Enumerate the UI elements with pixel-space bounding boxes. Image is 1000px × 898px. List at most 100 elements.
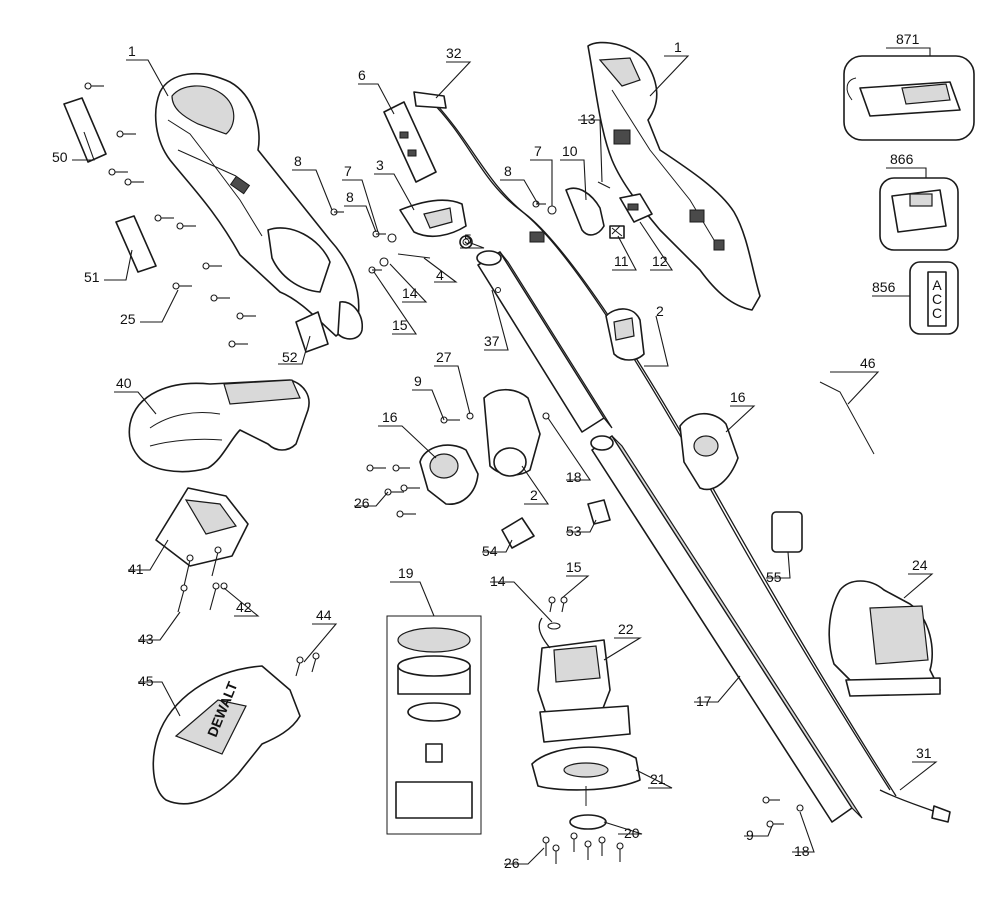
front-handle-40 xyxy=(128,379,310,473)
callout-21: 21 xyxy=(650,771,666,787)
spring-11 xyxy=(609,225,625,239)
screws-26-bottom xyxy=(542,832,624,864)
motor-22 xyxy=(537,617,631,743)
hex-key-46 xyxy=(819,381,875,455)
callout-15b: 15 xyxy=(566,559,582,575)
screws-42-43 xyxy=(177,546,228,613)
head-housing-24 xyxy=(828,580,941,697)
washer-14-screws-15 xyxy=(547,596,568,630)
lock-2-upper xyxy=(605,308,645,361)
callout-27: 27 xyxy=(436,349,452,365)
callout-2a: 2 xyxy=(656,303,664,319)
callout-18b: 18 xyxy=(794,843,810,859)
label-856-letter-c1: C xyxy=(932,291,942,307)
part-10 xyxy=(565,187,605,236)
callout-9a: 9 xyxy=(414,373,422,389)
charger-871 xyxy=(843,55,975,141)
callout-8a: 8 xyxy=(294,153,302,169)
callout-44: 44 xyxy=(316,607,332,623)
callout-17: 17 xyxy=(696,693,712,709)
callout-42: 42 xyxy=(236,599,252,615)
callout-7a: 7 xyxy=(344,163,352,179)
label-55 xyxy=(771,511,803,553)
callout-856: 856 xyxy=(872,279,896,295)
callout-31: 31 xyxy=(916,745,932,761)
callout-15a: 15 xyxy=(392,317,408,333)
callout-54: 54 xyxy=(482,543,498,559)
housing-half-left-1 xyxy=(154,72,363,340)
callout-871: 871 xyxy=(896,31,920,47)
callout-32: 32 xyxy=(446,45,462,61)
clamp-16-right xyxy=(679,412,739,491)
screws-9-18-bottom xyxy=(762,796,804,828)
screws-housing-left xyxy=(84,82,256,348)
callout-11: 11 xyxy=(614,253,629,269)
callout-40: 40 xyxy=(116,375,132,391)
callout-866: 866 xyxy=(890,151,914,167)
callout-18a: 18 xyxy=(566,469,582,485)
handle-clamp-41 xyxy=(155,487,249,567)
label-856-letter-a: A xyxy=(932,277,942,293)
callout-25: 25 xyxy=(120,311,136,327)
callout-6: 6 xyxy=(358,67,366,83)
callout-46: 46 xyxy=(860,355,876,371)
callout-53: 53 xyxy=(566,523,582,539)
screws-26-9-27-18 xyxy=(366,412,550,518)
clamp-2-left xyxy=(483,388,541,477)
callout-41: 41 xyxy=(128,561,144,577)
callout-43: 43 xyxy=(138,631,154,647)
callout-14b: 14 xyxy=(490,573,506,589)
callout-1b: 1 xyxy=(674,39,682,55)
callout-51: 51 xyxy=(84,269,100,285)
small-parts-7-8-14-15 xyxy=(330,208,397,274)
label-50 xyxy=(63,97,107,163)
callout-50: 50 xyxy=(52,149,68,165)
callout-3: 3 xyxy=(376,157,384,173)
housing-half-right-1 xyxy=(587,41,761,311)
callout-13: 13 xyxy=(580,111,596,127)
callout-8b: 8 xyxy=(346,189,354,205)
part-12 xyxy=(619,193,653,223)
lower-shaft-17 xyxy=(590,435,863,823)
callout-1a: 1 xyxy=(128,43,136,59)
callout-45: 45 xyxy=(138,673,154,689)
callout-9b: 9 xyxy=(746,827,754,843)
spool-assembly-19 xyxy=(386,615,482,835)
small-parts-13-7-8 xyxy=(532,181,611,215)
callout-5: 5 xyxy=(464,231,472,247)
callout-14a: 14 xyxy=(402,285,418,301)
callout-52: 52 xyxy=(282,349,298,365)
callout-19: 19 xyxy=(398,565,414,581)
labels-53-54 xyxy=(501,499,611,549)
callout-26a: 26 xyxy=(354,495,370,511)
callout-16b: 16 xyxy=(730,389,746,405)
callout-8c: 8 xyxy=(504,163,512,179)
callout-16a: 16 xyxy=(382,409,398,425)
wire-end-31 xyxy=(879,789,951,823)
leader-lines xyxy=(72,47,938,865)
guard-45: DEWALT xyxy=(152,665,301,805)
callout-12: 12 xyxy=(652,253,668,269)
callout-55: 55 xyxy=(766,569,782,585)
label-52 xyxy=(295,311,329,353)
callout-37: 37 xyxy=(484,333,500,349)
ring-20 xyxy=(569,814,607,830)
upper-shaft-37 xyxy=(476,250,613,433)
base-plate-21 xyxy=(531,746,641,806)
spring-5 xyxy=(459,235,473,249)
callout-7b: 7 xyxy=(534,143,542,159)
label-51 xyxy=(115,215,157,273)
label-856-letter-c2: C xyxy=(932,305,942,321)
callout-10: 10 xyxy=(562,143,578,159)
pin-4 xyxy=(397,253,431,259)
callout-26b: 26 xyxy=(504,855,520,871)
callout-4: 4 xyxy=(436,267,444,283)
callout-22: 22 xyxy=(618,621,634,637)
clamp-16-left xyxy=(419,444,479,505)
callout-20: 20 xyxy=(624,825,640,841)
switch-6 xyxy=(383,101,437,183)
callout-2b: 2 xyxy=(530,487,538,503)
battery-866 xyxy=(879,177,959,251)
callout-numbers: 1 50 51 25 52 6 32 8 7 3 8 4 5 14 15 37 … xyxy=(52,31,932,871)
